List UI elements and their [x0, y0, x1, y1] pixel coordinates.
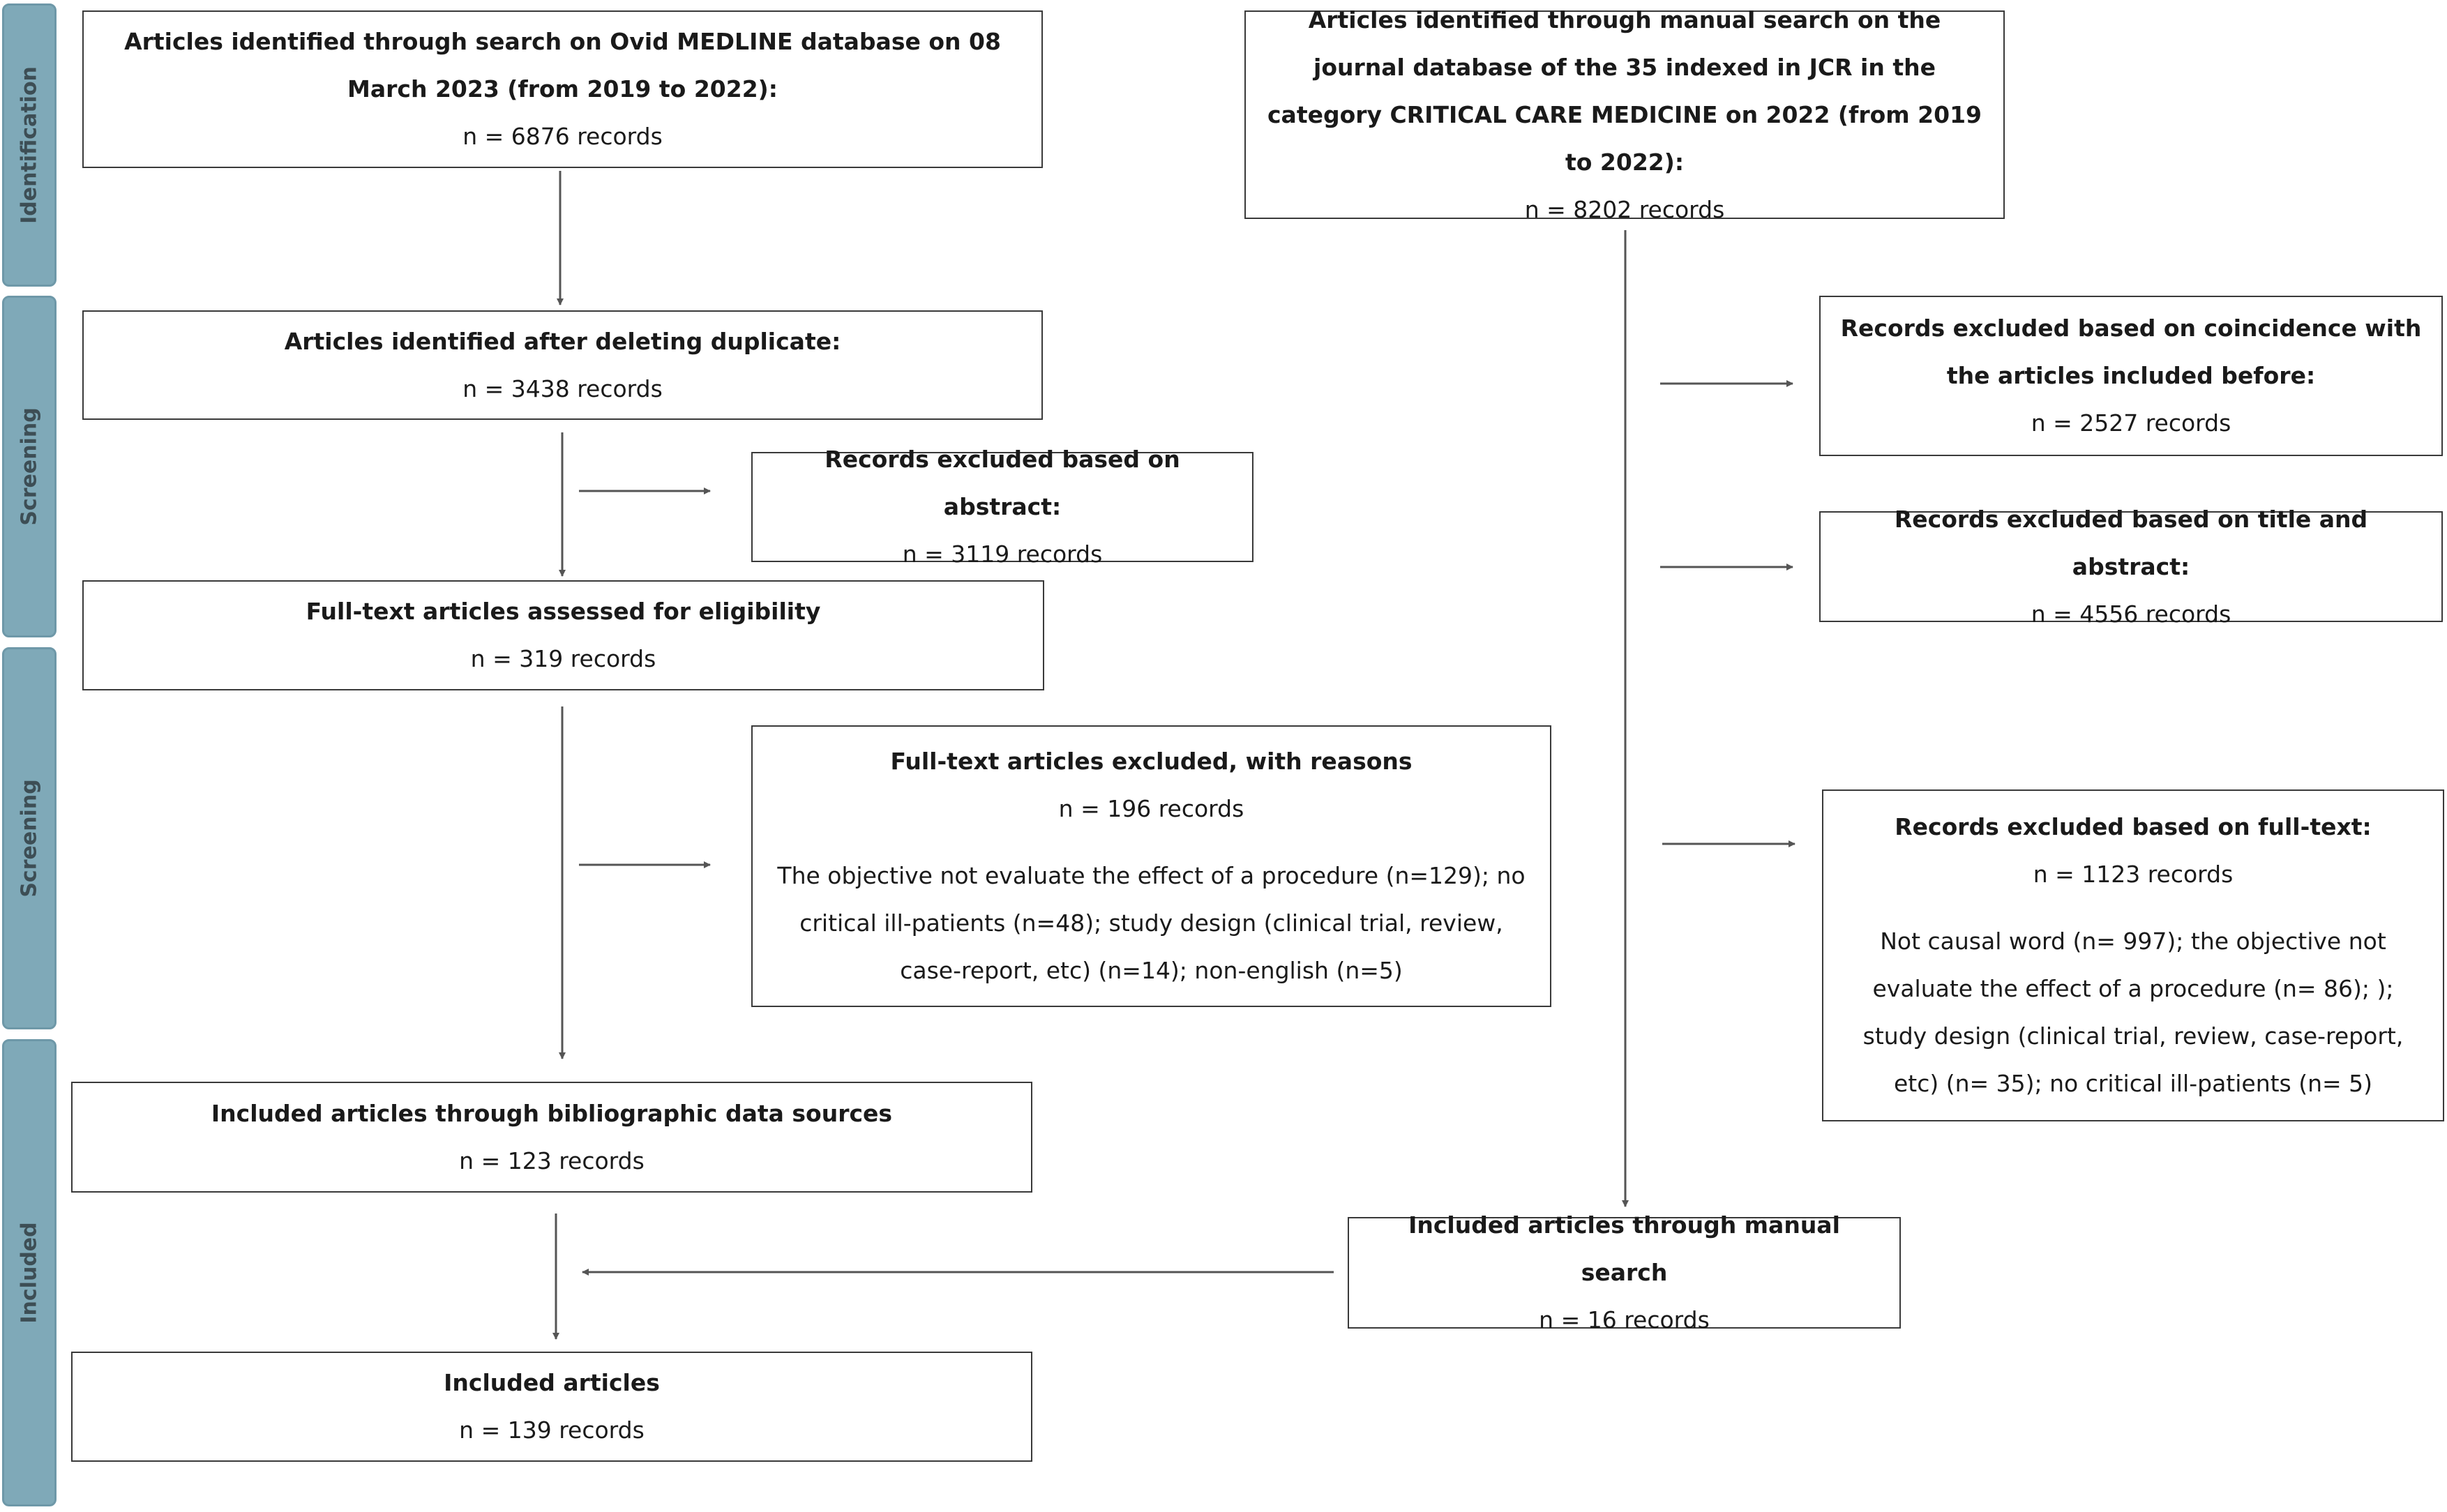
included-biblio-count: n = 123 records: [459, 1147, 645, 1174]
excl-abstract-count: n = 3119 records: [902, 540, 1103, 568]
fulltext-assessed-count: n = 319 records: [470, 645, 656, 672]
manual-count: n = 8202 records: [1524, 195, 1725, 223]
ovid-title: Articles identified through search on Ov…: [124, 28, 1001, 103]
box-dedup: Articles identified after deleting dupli…: [82, 310, 1043, 420]
fulltext-excluded-title: Full-text articles excluded, with reason…: [890, 748, 1413, 775]
box-fulltext-assessed: Full-text articles assessed for eligibil…: [82, 580, 1044, 690]
included-total-title: Included articles: [444, 1369, 660, 1396]
box-excl-abstract: Records excluded based on abstract: n = …: [751, 446, 1253, 568]
box-manual-search: Articles identified through manual searc…: [1244, 6, 2005, 223]
phase-included: Included: [2, 1039, 57, 1506]
box-excl-coincidence: Records excluded based on coincidence wi…: [1819, 296, 2443, 456]
box-included-manual: Included articles through manual search …: [1348, 1211, 1901, 1333]
excl-fulltext-manual-count: n = 1123 records: [2033, 861, 2234, 888]
phase-identification: Identification: [2, 3, 57, 287]
manual-title: Articles identified through manual searc…: [1267, 6, 1982, 176]
excl-coincidence-title: Records excluded based on coincidence wi…: [1840, 315, 2422, 389]
fulltext-assessed-title: Full-text articles assessed for eligibil…: [306, 598, 821, 625]
included-manual-count: n = 16 records: [1539, 1306, 1710, 1333]
dedup-title: Articles identified after deleting dupli…: [284, 327, 841, 355]
included-biblio-title: Included articles through bibliographic …: [211, 1099, 893, 1127]
phase-screening-2: Screening: [2, 647, 57, 1029]
fulltext-excluded-reasons: The objective not evaluate the effect of…: [777, 862, 1526, 984]
dedup-count: n = 3438 records: [462, 375, 663, 402]
excl-title-abstract-count: n = 4556 records: [2031, 600, 2231, 628]
included-total-count: n = 139 records: [459, 1416, 645, 1444]
box-excl-fulltext-manual: Records excluded based on full-text: n =…: [1822, 789, 2444, 1121]
fulltext-excluded-count: n = 196 records: [1058, 795, 1244, 822]
box-ovid-search: Articles identified through search on Ov…: [82, 10, 1043, 168]
excl-fulltext-manual-title: Records excluded based on full-text:: [1895, 813, 2372, 840]
ovid-count: n = 6876 records: [462, 123, 663, 150]
excl-title-abstract-title: Records excluded based on title and abst…: [1894, 505, 2368, 580]
excl-abstract-title: Records excluded based on abstract:: [825, 446, 1180, 520]
phase-screening-1: Screening: [2, 296, 57, 637]
box-included-biblio: Included articles through bibliographic …: [71, 1082, 1032, 1193]
box-excl-title-abstract: Records excluded based on title and abst…: [1819, 506, 2443, 628]
box-included-total: Included articles n = 139 records: [71, 1352, 1032, 1462]
included-manual-title: Included articles through manual search: [1408, 1211, 1840, 1286]
excl-fulltext-manual-reasons: Not causal word (n= 997); the objective …: [1862, 928, 2404, 1097]
excl-coincidence-count: n = 2527 records: [2031, 409, 2231, 437]
box-fulltext-excluded: Full-text articles excluded, with reason…: [751, 725, 1551, 1007]
